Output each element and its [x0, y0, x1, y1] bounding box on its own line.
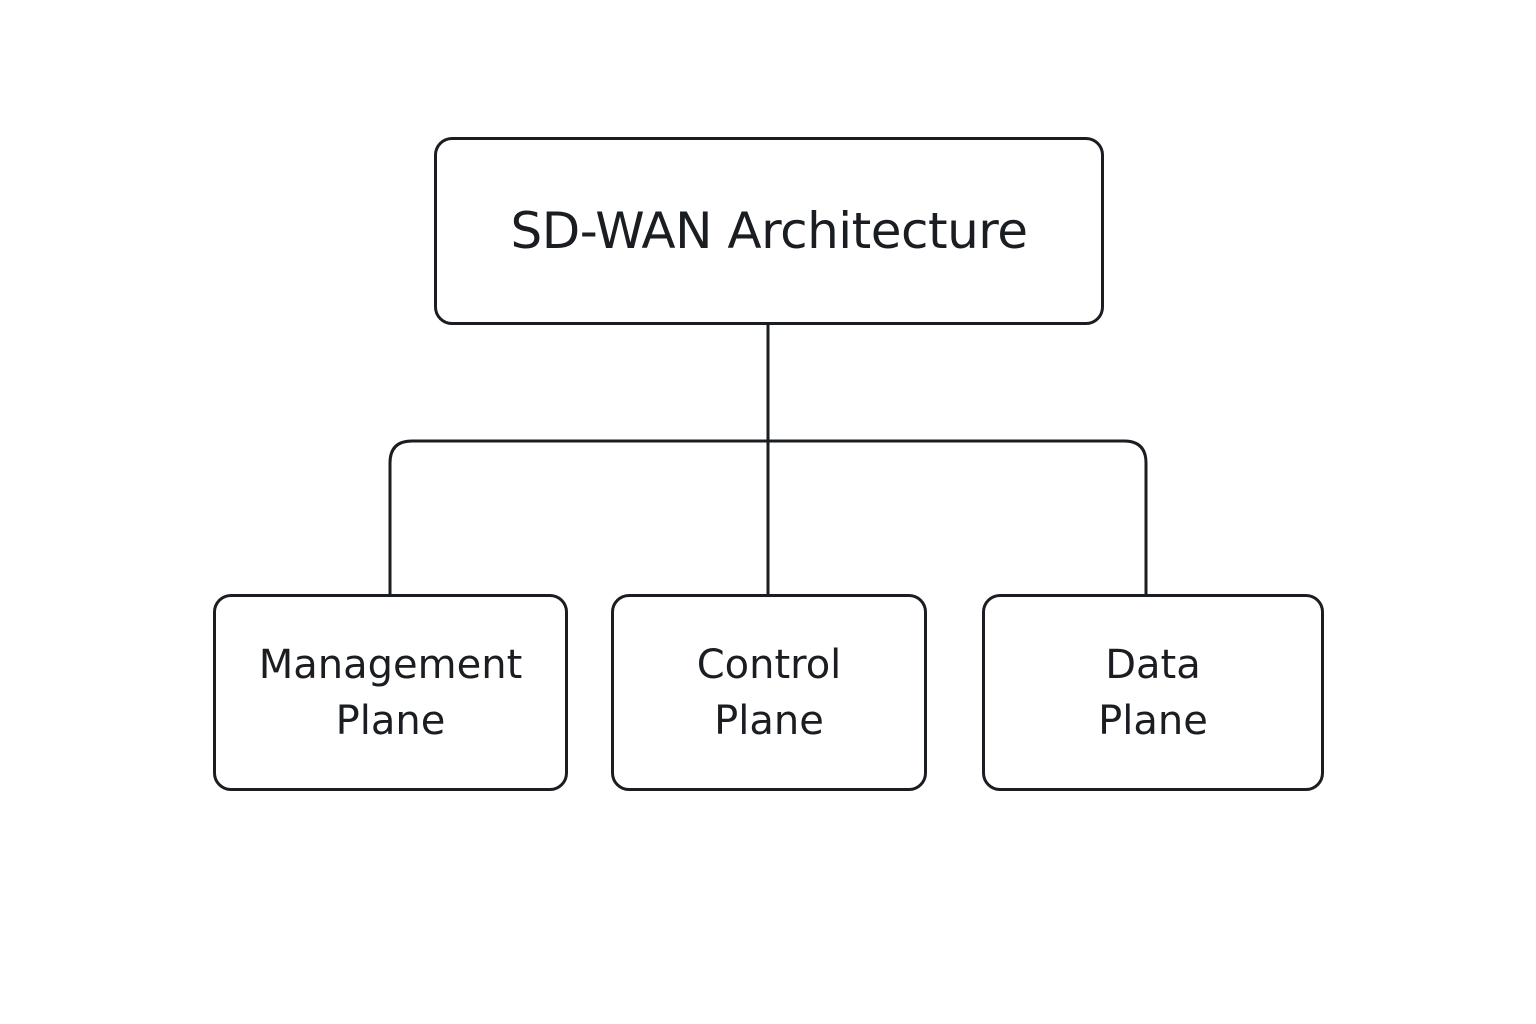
root-node-sd-wan-architecture: SD-WAN Architecture — [434, 137, 1104, 325]
child-node-label-line2: Plane — [714, 697, 824, 744]
child-node-data-plane: Data Plane — [982, 594, 1324, 791]
child-node-label-line2: Plane — [1098, 697, 1208, 744]
child-node-label-line1: Data — [1105, 641, 1201, 688]
child-node-label-line1: Control — [696, 641, 842, 688]
child-node-label-line2: Plane — [335, 697, 446, 744]
child-node-label-line1: Management — [258, 641, 523, 688]
child-node-management-plane: Management Plane — [213, 594, 568, 791]
root-node-label: SD-WAN Architecture — [510, 202, 1028, 260]
child-node-control-plane: Control Plane — [611, 594, 927, 791]
